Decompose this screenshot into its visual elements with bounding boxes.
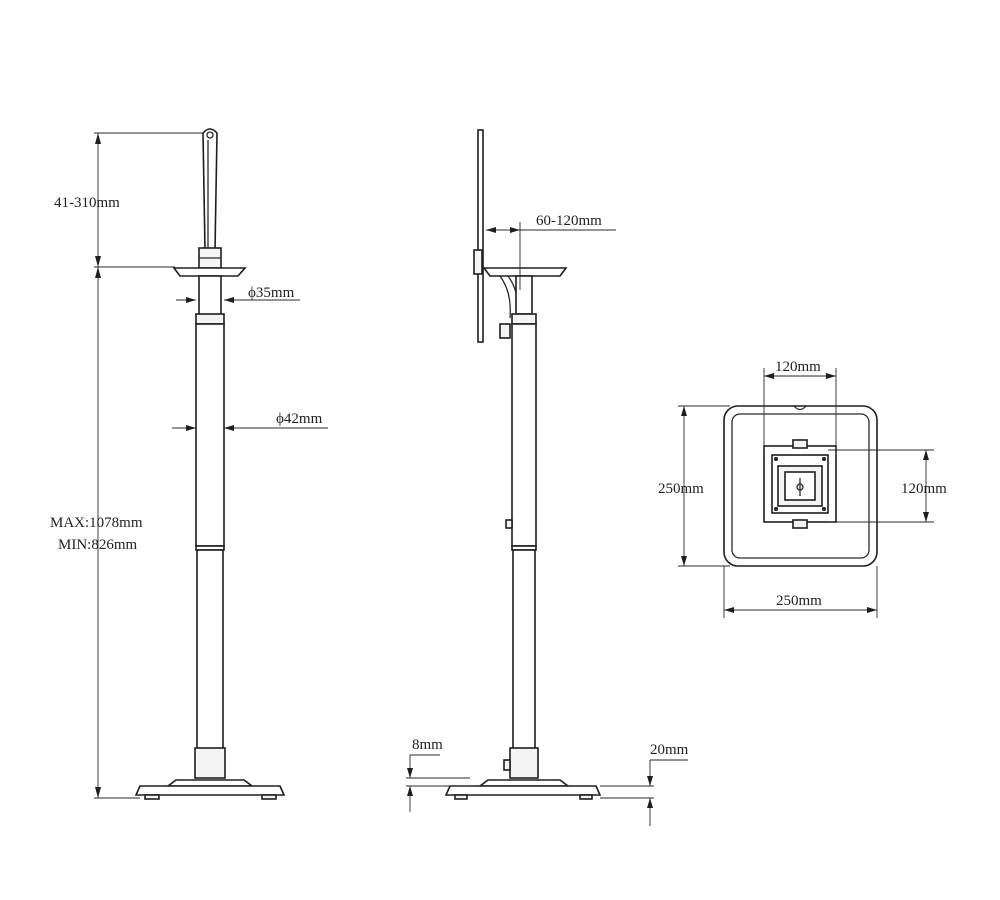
height-min-label: MIN:826mm <box>58 537 138 553</box>
lower-tube-diameter-label: ϕ42mm <box>276 411 323 427</box>
front-view: 41-310mm ϕ35mm ϕ42mm MAX:1078mm MIN:826m… <box>50 128 328 800</box>
plate-depth-label: 250mm <box>658 481 704 497</box>
hole-spacing-x-label: 120mm <box>775 359 821 375</box>
plate-width-label: 250mm <box>776 593 822 609</box>
base-clearance-label: 8mm <box>412 737 443 753</box>
side-view: 60-120mm 8mm 20mm <box>406 129 689 826</box>
base-plate-view: 120mm 120mm 250mm 250mm <box>658 359 947 618</box>
base-thickness-label: 20mm <box>650 742 689 758</box>
upper-tube-diameter-label: ϕ35mm <box>248 285 295 301</box>
arm-reach-label: 60-120mm <box>536 213 602 229</box>
top-adjust-label: 41-310mm <box>54 195 120 211</box>
height-max-label: MAX:1078mm <box>50 515 143 531</box>
hole-spacing-y-label: 120mm <box>901 481 947 497</box>
